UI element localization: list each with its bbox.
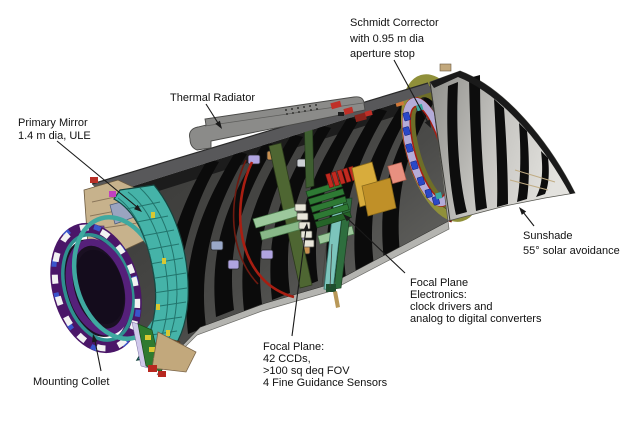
sunshade-leader-line	[522, 211, 535, 227]
label-schmidt-corrector: Schmidt Corrector with 0.95 m dia apertu…	[349, 17, 439, 60]
label-line: Mounting Collet	[33, 376, 109, 388]
collet-base-structures	[131, 321, 197, 377]
label-line: >100 sq deq FOV	[263, 365, 350, 377]
focal-plane-leader-line	[291, 228, 307, 337]
label-line: clock drivers and	[410, 301, 493, 313]
red-fins	[325, 165, 358, 189]
baffle-rib	[214, 142, 275, 317]
label-mounting-collet: Mounting Collet	[33, 376, 109, 388]
label-primary-mirror: Primary Mirror 1.4 m dia, ULE	[18, 117, 91, 142]
mounting-collet-leader-line	[94, 340, 102, 372]
focal-plane-electronics-leader-line	[347, 218, 406, 274]
label-line: 55° solar avoidance	[523, 245, 620, 257]
primary-mirror-arrowhead	[134, 204, 142, 212]
corrector-blue-clips	[402, 111, 441, 206]
leader-lines	[56, 59, 535, 372]
label-focal-plane-electronics: Focal Plane Electronics: clock drivers a…	[410, 277, 542, 325]
sunshade	[429, 63, 576, 222]
label-line: 1.4 m dia, ULE	[18, 130, 91, 142]
label-line: aperture stop	[350, 48, 415, 60]
salmon-panel	[387, 161, 407, 185]
top-red-fittings	[330, 100, 373, 123]
sunshade-arrowhead	[519, 207, 527, 215]
gold-bracket	[361, 177, 397, 217]
label-line: with 0.95 m dia	[349, 33, 425, 45]
label-line: Thermal Radiator	[170, 92, 255, 104]
radiator-rivets	[285, 104, 318, 115]
sunshade-stripes	[447, 75, 549, 215]
baffle-rib	[186, 151, 247, 334]
label-line: Electronics:	[410, 289, 467, 301]
label-focal-plane: Focal Plane: 42 CCDs, >100 sq deq FOV 4 …	[263, 341, 388, 389]
schmidt-corrector-arrowhead	[424, 119, 431, 128]
focal-plane-electronics-arrowhead	[343, 214, 351, 222]
label-line: analog to digital converters	[410, 313, 542, 325]
labels: Schmidt Corrector with 0.95 m dia apertu…	[18, 17, 620, 389]
mounting-collet-arrowhead	[92, 334, 98, 343]
primary-mirror-leader-line	[56, 140, 138, 208]
connector-cluster	[294, 203, 315, 248]
baffle-rib	[382, 92, 438, 261]
thermal-radiator-leader-line	[205, 103, 219, 124]
label-sunshade: Sunshade 55° solar avoidance	[523, 230, 620, 257]
red-support-ring	[232, 159, 259, 285]
label-line: Focal Plane	[410, 277, 468, 289]
label-line: Focal Plane:	[263, 341, 324, 353]
label-line: Primary Mirror	[18, 117, 88, 129]
baffle-rib	[270, 125, 331, 300]
thermal-radiator-arrowhead	[215, 120, 222, 129]
focal-plane-arrowhead	[303, 223, 309, 232]
mounting-collet-ring	[50, 222, 142, 354]
label-thermal-radiator: Thermal Radiator	[170, 92, 255, 104]
label-line: Schmidt Corrector	[350, 17, 439, 29]
label-line: 4 Fine Guidance Sensors	[263, 377, 388, 389]
label-line: Sunshade	[523, 230, 573, 242]
baffle-rib	[242, 134, 303, 311]
label-line: 42 CCDs,	[263, 353, 311, 365]
schmidt-corrector-leader-line	[393, 59, 428, 122]
baffle-rib	[354, 100, 415, 273]
focal-plane-assembly	[232, 106, 397, 308]
